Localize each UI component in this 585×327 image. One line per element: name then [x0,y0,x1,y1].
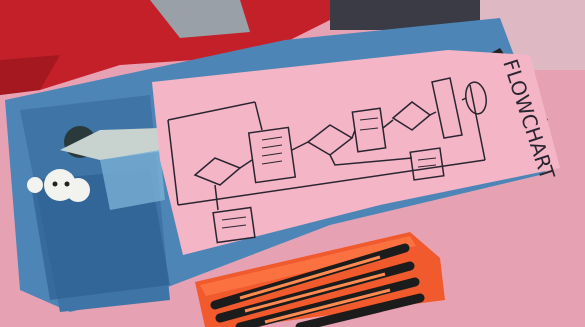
photo-scene: FLOWCHART [0,0,585,327]
